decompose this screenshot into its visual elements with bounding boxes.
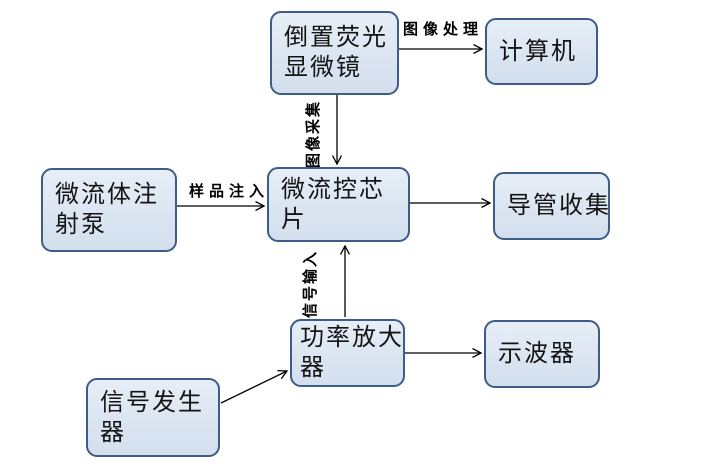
node-label-signal-generator: 信号发生 器 xyxy=(100,389,204,446)
node-label-microfluidic-chip: 微流控芯 片 xyxy=(281,176,385,233)
edge-label-image-acquisition: 图像采集 xyxy=(306,99,322,169)
node-inverted-fluorescence-microscope[interactable]: 倒置荧光 显微镜 xyxy=(270,11,399,95)
node-microfluidic-injection-pump[interactable]: 微流体注 射泵 xyxy=(41,168,177,252)
edge-label-sample-injection: 样品注入 xyxy=(189,184,270,200)
node-microfluidic-chip[interactable]: 微流控芯 片 xyxy=(267,167,410,242)
node-oscilloscope[interactable]: 示波器 xyxy=(484,320,600,388)
node-label-microfluidic-injection-pump: 微流体注 射泵 xyxy=(55,182,159,238)
node-power-amplifier[interactable]: 功率放大 器 xyxy=(290,319,405,387)
node-label-power-amplifier: 功率放大 器 xyxy=(300,325,404,381)
node-signal-generator[interactable]: 信号发生 器 xyxy=(86,378,220,457)
node-label-computer: 计算机 xyxy=(499,38,577,65)
node-label-inverted-fluorescence-microscope: 倒置荧光 显微镜 xyxy=(284,25,388,81)
edge-label-image-processing: 图像处理 xyxy=(403,22,484,38)
edge-label-signal-input: 信号输入 xyxy=(303,249,319,319)
edge-signalgen-amplifier xyxy=(220,371,287,404)
node-label-oscilloscope: 示波器 xyxy=(498,341,576,367)
node-catheter-collection[interactable]: 导管收集 xyxy=(493,172,610,240)
node-computer[interactable]: 计算机 xyxy=(485,18,598,85)
node-label-catheter-collection: 导管收集 xyxy=(507,193,611,219)
